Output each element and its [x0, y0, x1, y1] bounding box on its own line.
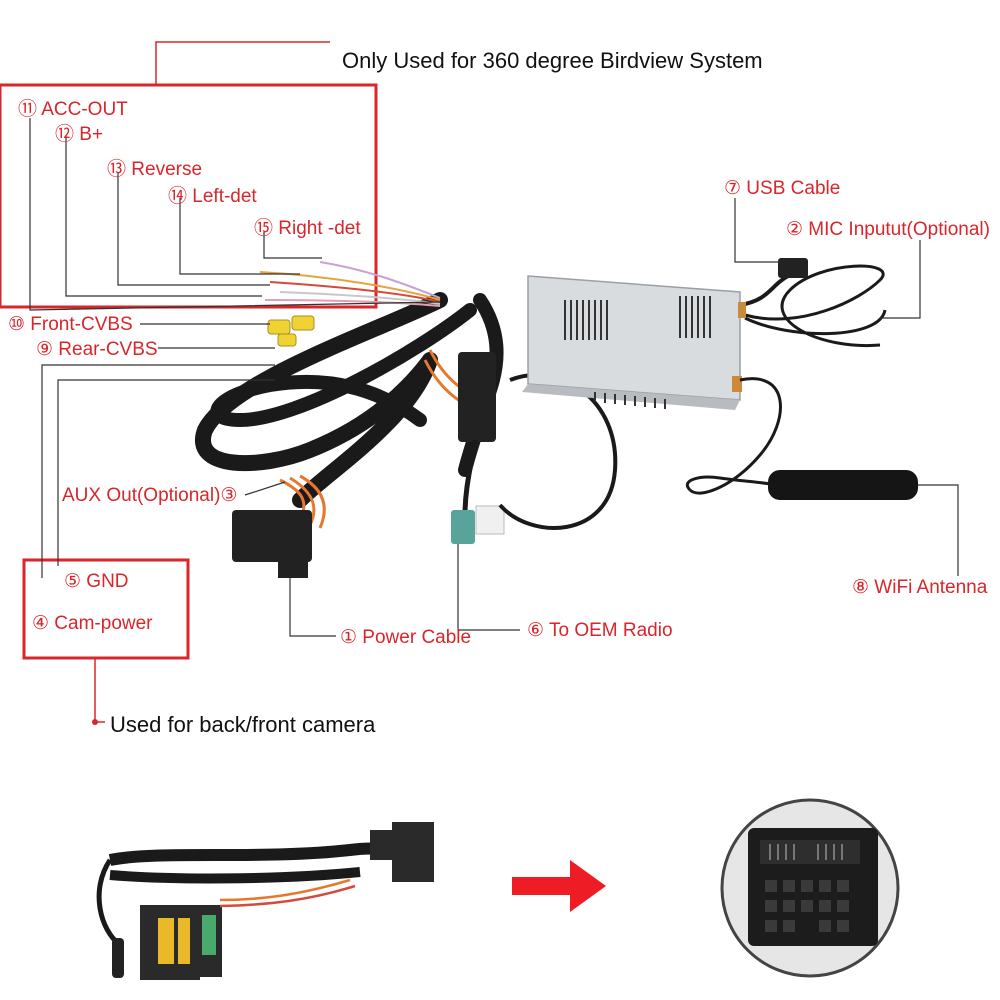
label-rear-cvbs: ⑨ Rear-CVBS [36, 339, 158, 360]
label-right-det: ⑮ Right -det [254, 218, 361, 239]
arrow-icon [512, 860, 606, 912]
usb-mic-cables [738, 258, 887, 348]
power-connector [232, 510, 312, 578]
module-box [522, 275, 741, 410]
camera-callout-dot [92, 719, 98, 725]
label-acc-out: ⑪ ACC-OUT [18, 99, 128, 120]
birdview-callout-line [155, 41, 330, 85]
label-aux-out: AUX Out(Optional)③ [62, 485, 238, 506]
label-reverse: ⑬ Reverse [107, 159, 203, 180]
label-front-cvbs: ⑩ Front-CVBS [8, 314, 133, 335]
main-harness [195, 292, 504, 508]
label-wifi-antenna: ⑧ WiFi Antenna [852, 577, 988, 598]
label-b-plus: ⑫ B+ [55, 124, 104, 145]
camera-callout-line [94, 658, 105, 723]
leader-lines [29, 118, 959, 637]
top-heading: Only Used for 360 degree Birdview System [342, 48, 763, 73]
label-power-cable: ① Power Cable [340, 627, 472, 648]
thin-wires [259, 261, 441, 307]
label-to-oem-radio: ⑥ To OEM Radio [527, 620, 673, 641]
harness-photo [96, 822, 434, 980]
bottom-heading: Used for back/front camera [110, 712, 376, 737]
label-mic-input: ② MIC Inputut(Optional) [786, 219, 990, 240]
mid-connector [458, 352, 496, 442]
label-left-det: ⑭ Left-det [168, 186, 257, 207]
label-gnd: ⑤ GND [64, 571, 129, 592]
label-usb-cable: ⑦ USB Cable [724, 178, 841, 199]
camera-group-box [22, 558, 190, 660]
fakra-connector [451, 439, 505, 544]
label-cam-power: ④ Cam-power [32, 613, 153, 634]
connector-closeup [720, 798, 900, 978]
rca-plugs [267, 315, 315, 347]
wifi-antenna-graphic [686, 376, 918, 500]
